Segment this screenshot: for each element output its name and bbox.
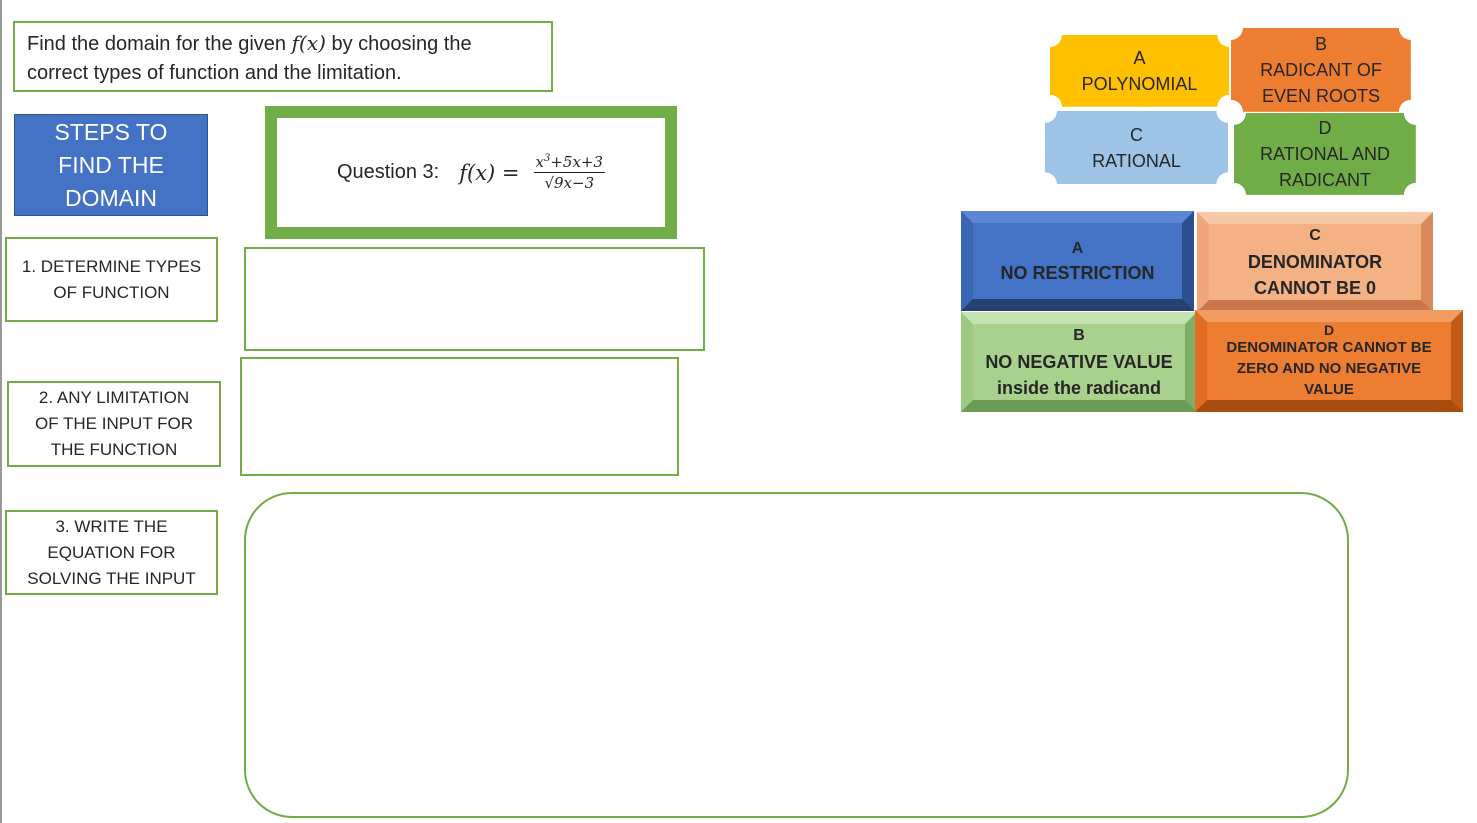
step-1-box: 1. DETERMINE TYPES OF FUNCTION bbox=[5, 237, 218, 322]
option-letter: A bbox=[1133, 48, 1146, 68]
numerator-exponent: 3 bbox=[543, 153, 551, 164]
instruction-text-box: Find the domain for the given f(x) by ch… bbox=[13, 21, 553, 92]
option-rational-card[interactable]: C RATIONAL bbox=[1045, 111, 1228, 184]
option-rational-and-radicant-card[interactable]: D RATIONAL AND RADICANT bbox=[1234, 113, 1416, 195]
limitation-letter: C bbox=[1309, 227, 1321, 244]
option-label: RATIONAL bbox=[1092, 150, 1181, 171]
limitation-letter: A bbox=[1071, 240, 1084, 257]
steps-title: STEPS TO FIND THE DOMAIN bbox=[54, 118, 168, 211]
limitation-denominator-not-zero-card[interactable]: C DENOMINATOR CANNOT BE 0 bbox=[1197, 212, 1433, 312]
instruction-line1-end: by choosing the bbox=[325, 33, 472, 55]
instruction-line1-start: Find the domain for the given bbox=[27, 33, 292, 55]
limitation-letter: D bbox=[1323, 321, 1335, 338]
instruction-fx: f(x) bbox=[291, 31, 326, 55]
question-formula: f(x) = x3+5x+3 √9x−3 bbox=[459, 153, 606, 192]
formula-numerator: x3+5x+3 bbox=[533, 153, 606, 173]
option-polynomial-card[interactable]: A POLYNOMIAL bbox=[1050, 35, 1229, 107]
formula-fraction: x3+5x+3 √9x−3 bbox=[533, 153, 606, 192]
limitation-no-restriction-card[interactable]: A NO RESTRICTION bbox=[961, 211, 1194, 311]
option-letter: B bbox=[1314, 34, 1327, 54]
limitation-label: DENOMINATOR CANNOT BE 0 bbox=[1247, 252, 1383, 298]
option-label: RADICANT OF EVEN ROOTS bbox=[1260, 60, 1382, 106]
limitation-denominator-and-negative-card[interactable]: D DENOMINATOR CANNOT BE ZERO AND NO NEGA… bbox=[1195, 310, 1463, 412]
question-label: Question 3: bbox=[336, 161, 440, 183]
option-letter: C bbox=[1130, 124, 1143, 145]
option-label: RATIONAL AND RADICANT bbox=[1259, 144, 1391, 190]
limitation-no-negative-card[interactable]: B NO NEGATIVE VALUE inside the radicand bbox=[961, 312, 1197, 412]
limitation-letter: B bbox=[1073, 327, 1085, 344]
numerator-rest: +5x+3 bbox=[550, 153, 604, 171]
function-type-drop-zone[interactable] bbox=[244, 247, 705, 351]
limitation-label: DENOMINATOR CANNOT BE ZERO AND NO NEGATI… bbox=[1226, 338, 1432, 398]
option-radicant-even-roots-card[interactable]: B RADICANT OF EVEN ROOTS bbox=[1231, 28, 1411, 112]
limitation-label: NO NEGATIVE VALUE inside the radicand bbox=[985, 352, 1173, 398]
formula-lhs: f(x) = bbox=[459, 160, 520, 185]
limitation-drop-zone[interactable] bbox=[240, 357, 679, 476]
step-1-text: 1. DETERMINE TYPES OF FUNCTION bbox=[21, 256, 202, 302]
equation-drop-zone[interactable] bbox=[244, 492, 1349, 818]
numerator-base: x bbox=[535, 153, 544, 171]
step-3-text: 3. WRITE THE EQUATION FOR SOLVING THE IN… bbox=[27, 516, 196, 588]
option-letter: D bbox=[1318, 118, 1332, 138]
step-3-box: 3. WRITE THE EQUATION FOR SOLVING THE IN… bbox=[5, 510, 218, 595]
step-2-text: 2. ANY LIMITATION OF THE INPUT FOR THE F… bbox=[34, 388, 194, 459]
formula-denominator: √9x−3 bbox=[544, 174, 595, 192]
instruction-line2: correct types of function and the limita… bbox=[27, 62, 402, 84]
step-2-box: 2. ANY LIMITATION OF THE INPUT FOR THE F… bbox=[7, 381, 221, 467]
limitation-label: NO RESTRICTION bbox=[1000, 263, 1155, 283]
question-box: Question 3: f(x) = x3+5x+3 √9x−3 bbox=[265, 106, 677, 239]
steps-title-box: STEPS TO FIND THE DOMAIN bbox=[14, 114, 208, 216]
option-label: POLYNOMIAL bbox=[1081, 74, 1198, 94]
